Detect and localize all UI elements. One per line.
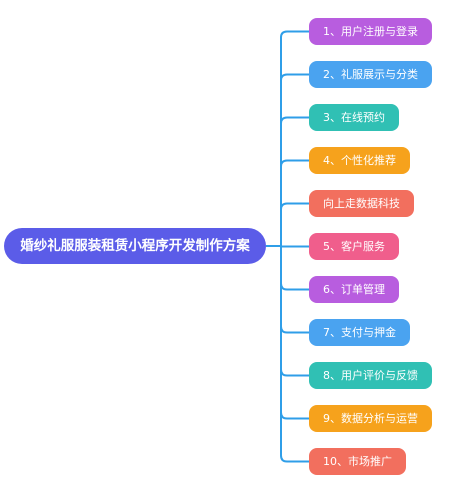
connector-4 bbox=[280, 159, 310, 247]
connector-3 bbox=[280, 116, 310, 247]
branch-topic-10[interactable]: 9、数据分析与运营 bbox=[309, 405, 432, 432]
branch-topic-2[interactable]: 2、礼服展示与分类 bbox=[309, 61, 432, 88]
branch-topic-1[interactable]: 1、用户注册与登录 bbox=[309, 18, 432, 45]
branch-topic-11[interactable]: 10、市场推广 bbox=[309, 448, 406, 475]
connector-7 bbox=[280, 245, 310, 291]
connector-2 bbox=[280, 73, 310, 247]
connector-5 bbox=[280, 202, 310, 247]
connector-11 bbox=[280, 245, 310, 463]
branch-topic-5[interactable]: 向上走数据科技 bbox=[309, 190, 414, 217]
connector-1 bbox=[280, 30, 310, 247]
branch-topic-3[interactable]: 3、在线预约 bbox=[309, 104, 399, 131]
branch-topic-4[interactable]: 4、个性化推荐 bbox=[309, 147, 410, 174]
connector-9 bbox=[280, 245, 310, 377]
branch-topic-7[interactable]: 6、订单管理 bbox=[309, 276, 399, 303]
root-topic[interactable]: 婚纱礼服服装租赁小程序开发制作方案 bbox=[4, 228, 266, 264]
branch-topic-8[interactable]: 7、支付与押金 bbox=[309, 319, 410, 346]
branch-topic-9[interactable]: 8、用户评价与反馈 bbox=[309, 362, 432, 389]
branch-topic-6[interactable]: 5、客户服务 bbox=[309, 233, 399, 260]
